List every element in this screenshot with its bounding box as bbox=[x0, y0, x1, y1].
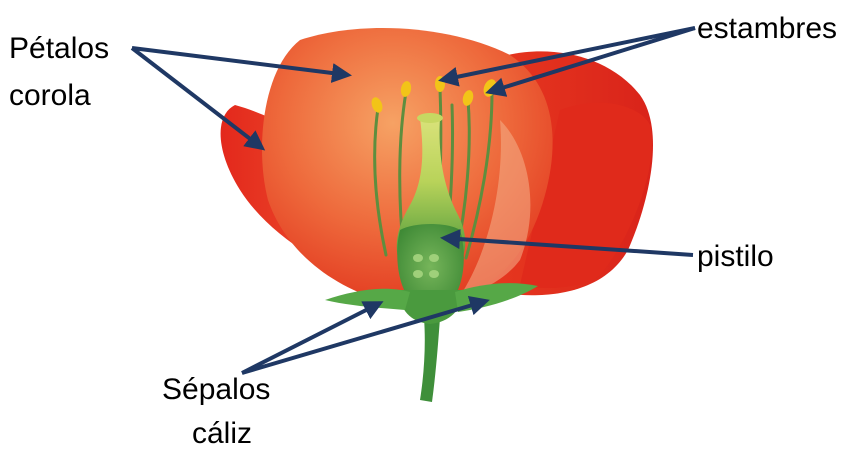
ovule bbox=[429, 254, 439, 262]
label-petals: Pétalos bbox=[9, 32, 109, 65]
label-stamens: estambres bbox=[697, 12, 837, 45]
label-sepals: Sépalos bbox=[162, 373, 270, 406]
sepal-left bbox=[325, 289, 410, 310]
ovule bbox=[429, 270, 439, 278]
stigma bbox=[417, 113, 443, 123]
label-pistil: pistilo bbox=[697, 240, 774, 273]
label-calyx: cáliz bbox=[192, 417, 252, 450]
flower-stem bbox=[420, 318, 440, 402]
ovule bbox=[413, 254, 423, 262]
label-corolla: corola bbox=[9, 79, 91, 112]
ovule bbox=[413, 270, 423, 278]
flower-illustration bbox=[221, 28, 653, 402]
